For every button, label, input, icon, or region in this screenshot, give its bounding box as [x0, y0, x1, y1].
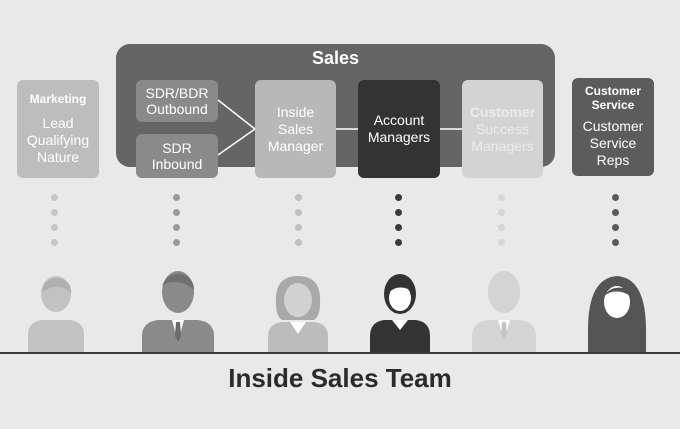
dots-sdr [173, 194, 181, 254]
csm-line-2: Success [476, 120, 529, 137]
marketing-line-1: Lead [42, 115, 74, 131]
sdr-bdr-outbound-box: SDR/BDR Outbound [136, 80, 218, 122]
csm-line-3: Managers [471, 137, 534, 154]
customer-service-person-icon [588, 276, 646, 354]
am-line-1: Account [373, 112, 425, 128]
marketing-title: Marketing [29, 92, 87, 106]
account-managers-person-icon [370, 274, 430, 354]
inside-sales-manager-box: Inside Sales Manager [255, 80, 336, 178]
cs-line-2: Service [589, 135, 637, 151]
connector-inbound-to-manager [217, 128, 256, 156]
cs-title-2: Service [591, 98, 635, 112]
marketing-line-2: Qualifying [26, 132, 90, 148]
dots-account-managers [395, 194, 403, 254]
inside-sales-team-title: Inside Sales Team [228, 363, 452, 393]
cs-title-1: Customer [584, 84, 641, 98]
ism-line-2: Sales [277, 120, 314, 137]
sales-group-title: Sales [311, 48, 360, 68]
connector-outbound-to-manager [217, 99, 256, 130]
ism-line-1: Inside [276, 103, 315, 120]
ism-line-3: Manager [267, 137, 324, 154]
customer-success-person-icon [472, 271, 536, 354]
dots-marketing [51, 194, 59, 254]
inside-sales-manager-person-icon [268, 276, 328, 354]
sdr-inbound-line-2: Inbound [151, 156, 203, 172]
sdr-inbound-line-1: SDR [162, 140, 192, 156]
am-line-2: Managers [367, 129, 431, 145]
dots-customer-success [498, 194, 506, 254]
dots-customer-service [612, 194, 620, 254]
sdr-inbound-box: SDR Inbound [136, 134, 218, 178]
dots-inside-sales-manager [295, 194, 303, 254]
account-managers-box: Account Managers [358, 80, 440, 178]
sdr-outbound-line-2: Outbound [146, 101, 208, 117]
marketing-box: Marketing Lead Qualifying Nature [17, 80, 99, 178]
cs-line-1: Customer [582, 118, 644, 134]
marketing-line-3: Nature [36, 149, 80, 165]
customer-success-managers-box: Customer Success Managers [462, 80, 543, 178]
sdr-person-icon [142, 271, 214, 354]
floor-line [0, 352, 680, 354]
sdr-outbound-line-1: SDR/BDR [145, 85, 209, 101]
customer-service-box: Customer Service Customer Service Reps [572, 78, 654, 176]
marketing-person-icon [28, 276, 84, 354]
csm-line-1: Customer [469, 103, 536, 120]
cs-line-3: Reps [596, 152, 630, 168]
